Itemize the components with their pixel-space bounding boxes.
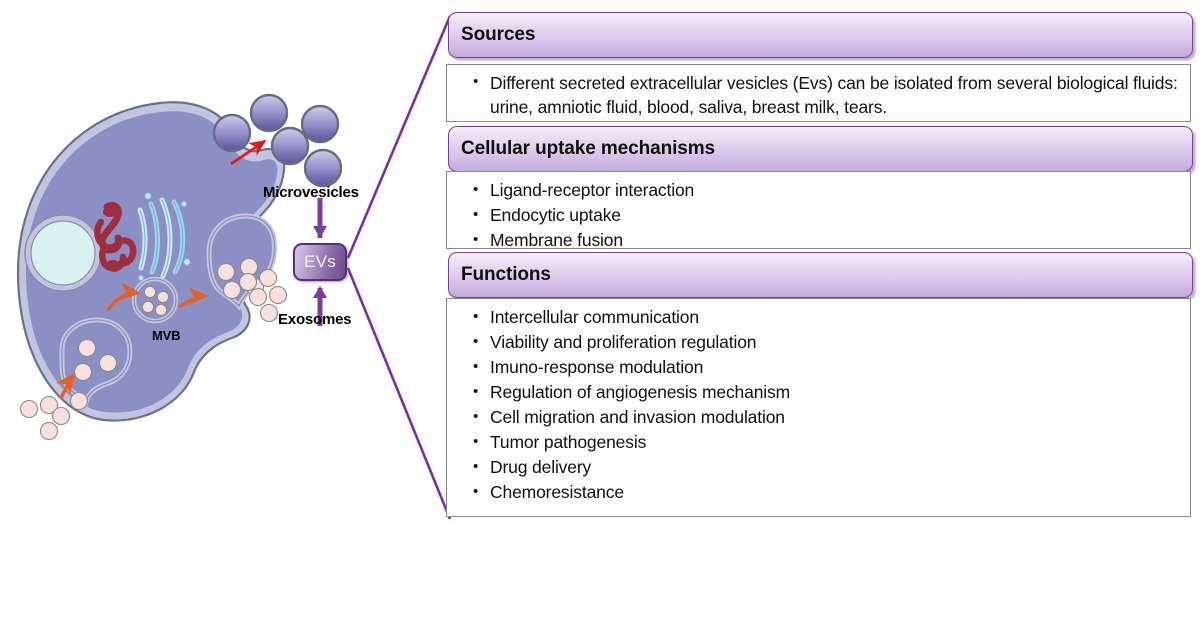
list-item: Different secreted extracellular vesicle…	[473, 70, 1180, 119]
list-item: Tumor pathogenesis	[473, 429, 1180, 455]
list-item: Drug delivery	[473, 454, 1180, 480]
functions-list: Intercellular communication Viability an…	[473, 304, 1180, 505]
endocytosis-arrow	[55, 372, 76, 399]
list-item: Intercellular communication	[473, 304, 1180, 330]
panel-body-sources: Different secreted extracellular vesicle…	[446, 64, 1191, 122]
exosomes-label: Exosomes	[278, 311, 352, 328]
list-item: Membrane fusion	[473, 227, 1180, 253]
evs-node-label: EVs	[303, 252, 337, 271]
multivesicular-body	[131, 276, 179, 324]
mvb-to-membrane-arrow	[178, 286, 209, 309]
mvb-formation-arrow	[106, 282, 141, 311]
cell-diagram-svg	[16, 93, 343, 441]
evs-node[interactable]: EVs	[293, 243, 347, 281]
microvesicle-cluster	[212, 93, 343, 188]
panel-body-functions: Intercellular communication Viability an…	[446, 298, 1191, 517]
microvesicles-label: Microvesicles	[263, 184, 359, 201]
panel-header-functions-text: Functions	[461, 264, 551, 285]
exosome-cluster-right	[238, 268, 288, 323]
panel-header-sources-text: Sources	[461, 24, 536, 45]
sources-list: Different secreted extracellular vesicle…	[473, 70, 1180, 119]
list-item: Regulation of angiogenesis mechanism	[473, 379, 1180, 405]
panel-header-functions[interactable]: Functions	[448, 252, 1193, 298]
mitochondria	[94, 201, 137, 272]
list-item: Chemoresistance	[473, 479, 1180, 505]
exosome-cluster-bottom-left	[19, 391, 89, 441]
panel-header-cellular-uptake-mechanisms[interactable]: Cellular uptake mechanisms	[448, 126, 1193, 172]
list-item: Imuno-response modulation	[473, 354, 1180, 380]
list-item: Ligand-receptor interaction	[473, 177, 1180, 203]
microvesicle-budding-arrow	[230, 139, 267, 166]
panel-body-cellular-uptake-mechanisms: Ligand-receptor interaction Endocytic up…	[446, 171, 1191, 252]
exosomes-to-evs-arrowhead	[313, 286, 327, 298]
list-item: Endocytic uptake	[473, 202, 1180, 228]
panel-header-cellular-uptake-mechanisms-text: Cellular uptake mechanisms	[461, 138, 716, 159]
nucleus	[24, 214, 102, 292]
list-item: Viability and proliferation regulation	[473, 329, 1180, 355]
cell-illustration: Microvesicles Exosomes MVB	[0, 0, 440, 540]
microvesicles-to-evs-arrowhead	[313, 226, 327, 238]
golgi-apparatus	[137, 192, 191, 282]
cellular-uptake-list: Ligand-receptor interaction Endocytic up…	[473, 177, 1180, 253]
panel-stack: Sources Different secreted extracellular…	[444, 12, 1196, 520]
mvb-label: MVB	[152, 328, 181, 343]
list-item: Cell migration and invasion modulation	[473, 404, 1180, 430]
panel-header-sources[interactable]: Sources	[448, 12, 1193, 58]
